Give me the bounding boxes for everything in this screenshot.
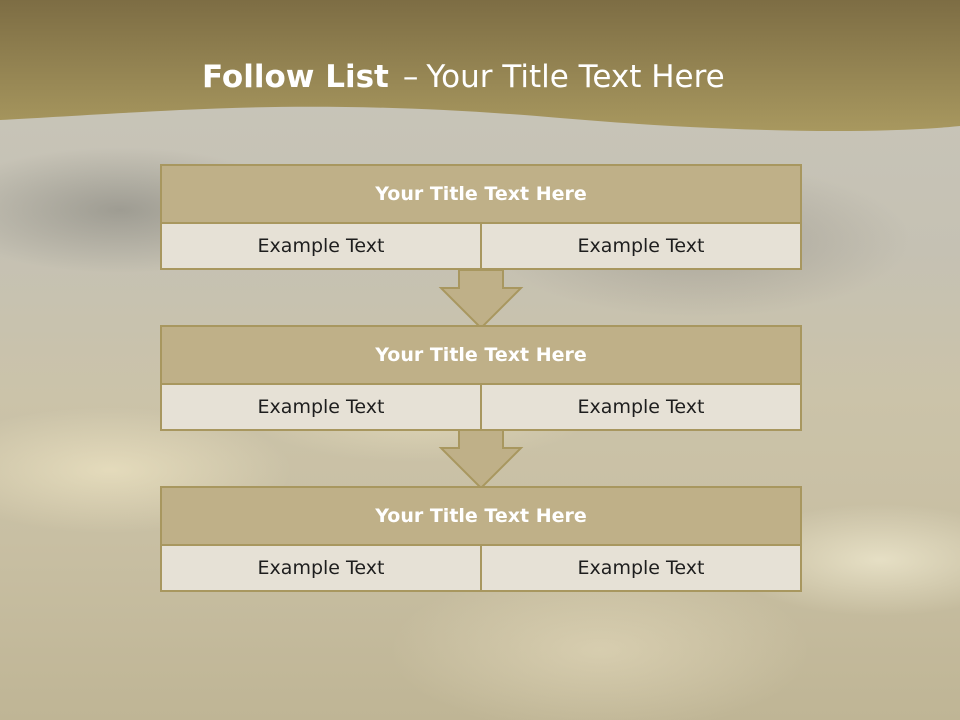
down-arrow-icon	[438, 270, 524, 330]
title-bold-part: Follow List	[202, 59, 389, 95]
step-right-text: Example Text	[577, 557, 705, 579]
step-right-text: Example Text	[577, 396, 705, 418]
step-left-text: Example Text	[162, 385, 482, 429]
step-right-text: Example Text	[577, 235, 705, 257]
step-box-1: Your Title Text Here Example Text Exampl…	[160, 164, 802, 270]
slide-title: Follow List–Your Title Text Here	[202, 52, 725, 102]
step-title: Your Title Text Here	[162, 166, 800, 224]
title-rest-part: Your Title Text Here	[426, 59, 725, 95]
down-arrow-icon	[438, 430, 524, 490]
step-title: Your Title Text Here	[162, 327, 800, 385]
title-dash: –	[402, 59, 419, 95]
step-left-text: Example Text	[162, 224, 482, 268]
header-band	[0, 0, 960, 132]
step-title: Your Title Text Here	[162, 488, 800, 546]
step-left-text: Example Text	[162, 546, 482, 590]
step-box-2: Your Title Text Here Example Text Exampl…	[160, 325, 802, 431]
step-box-3: Your Title Text Here Example Text Exampl…	[160, 486, 802, 592]
